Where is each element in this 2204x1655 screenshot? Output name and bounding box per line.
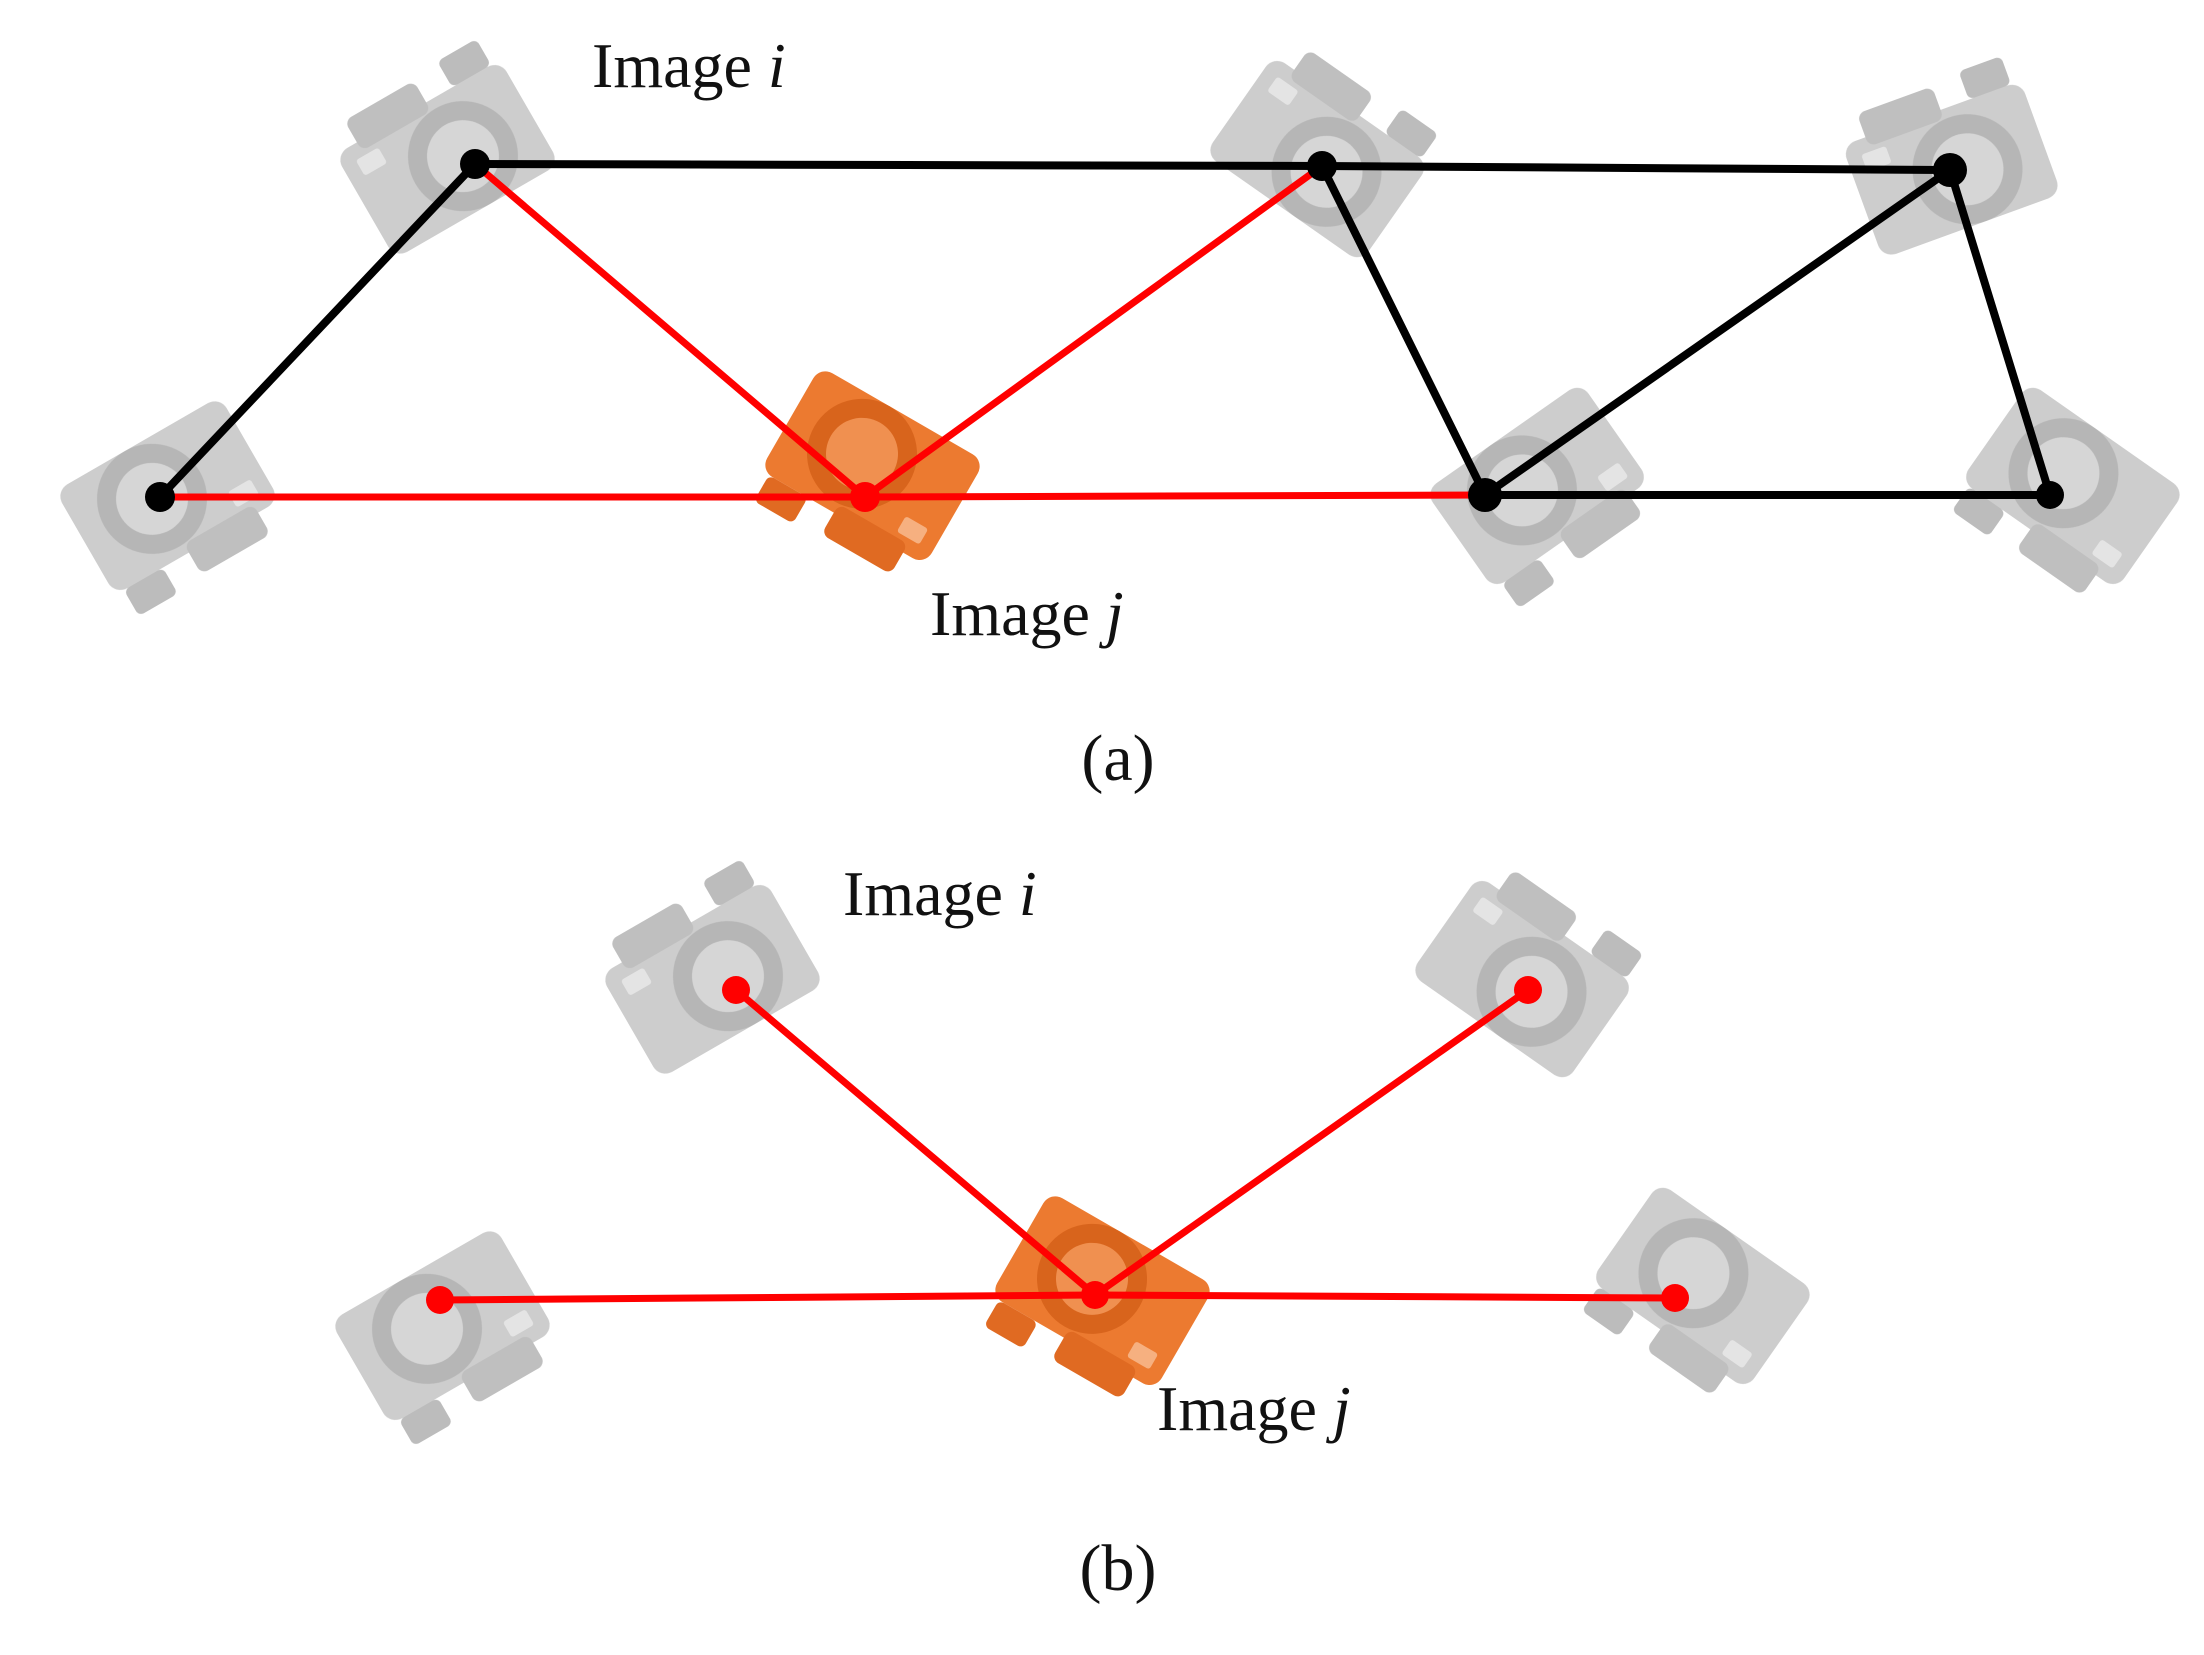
edge <box>1318 162 1954 174</box>
edge <box>1481 166 1954 499</box>
edge <box>156 160 479 501</box>
edge <box>471 160 869 501</box>
node-image-j <box>1081 1281 1109 1309</box>
camera-icon <box>585 853 825 1079</box>
panel-b-red-edges <box>436 986 1679 1304</box>
label-image-j-a: Image j <box>930 578 1124 649</box>
label-image-i-b: Image i <box>843 858 1037 929</box>
label-image-i-a: Image i <box>592 30 786 101</box>
label-image-j-b: Image j <box>1157 1373 1351 1444</box>
camera-icon-image-j-a <box>745 366 985 592</box>
node <box>145 482 175 512</box>
edge <box>436 1291 1099 1304</box>
node <box>1468 478 1502 512</box>
caption-a: (a) <box>1081 722 1154 795</box>
edge <box>861 491 1489 501</box>
edge <box>1946 166 2054 499</box>
caption-b: (b) <box>1080 1532 1157 1605</box>
panel-b: Image i Image j (b) <box>330 850 1816 1605</box>
camera-icon <box>320 33 560 259</box>
camera-icon <box>55 396 295 622</box>
node <box>2036 481 2064 509</box>
node <box>1933 153 1967 187</box>
camera-icon <box>330 1226 570 1452</box>
panel-a-cameras <box>55 30 2186 622</box>
edge <box>471 160 1326 170</box>
edge <box>1091 986 1532 1299</box>
node-image-j <box>850 482 880 512</box>
edge <box>732 986 1099 1299</box>
edge <box>861 162 1326 501</box>
edge <box>1091 1291 1679 1302</box>
edge <box>1318 162 1489 499</box>
panel-b-nodes <box>426 976 1689 1314</box>
panel-a-red-edges <box>156 160 1489 501</box>
panel-a: Image i Image j (a) <box>55 30 2186 795</box>
node <box>460 149 490 179</box>
node <box>426 1286 454 1314</box>
node <box>1307 151 1337 181</box>
panel-a-nodes <box>145 149 2064 512</box>
node <box>1514 976 1542 1004</box>
node <box>1661 1284 1689 1312</box>
panel-a-black-edges <box>156 160 2054 501</box>
node <box>722 976 750 1004</box>
